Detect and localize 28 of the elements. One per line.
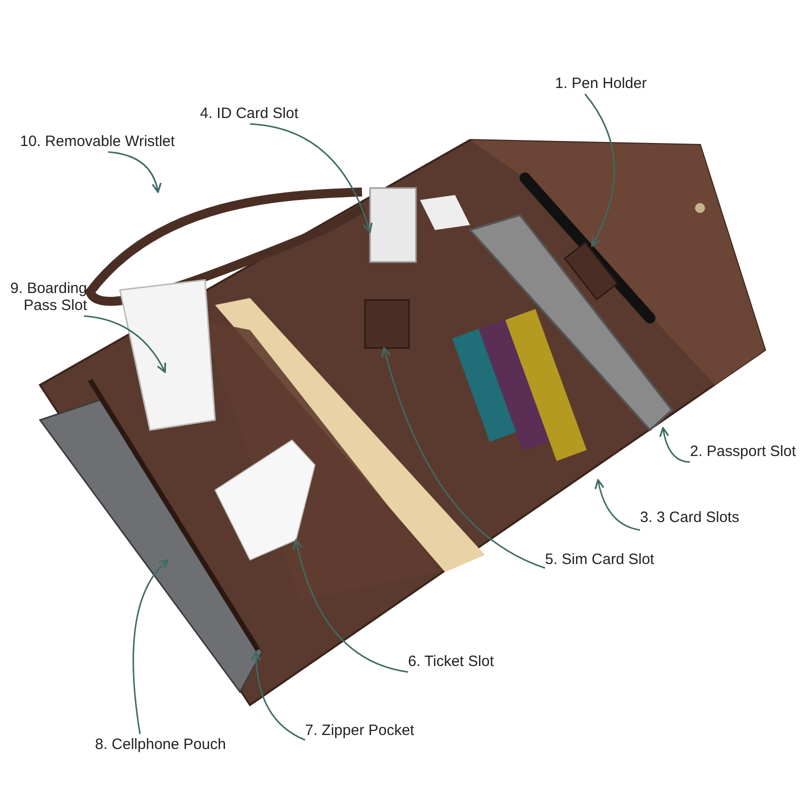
callout-label: 9. Boarding Pass Slot: [5, 280, 87, 314]
leader-line: [84, 315, 166, 373]
leader-line: [132, 559, 169, 734]
callout-label: 5. Sim Card Slot: [545, 551, 654, 568]
ticket: [214, 439, 316, 561]
sim-card-holder: [364, 299, 410, 349]
leader-line: [108, 151, 162, 193]
credit-cards: [452, 309, 587, 461]
callout-label: 8. Cellphone Pouch: [95, 736, 226, 753]
leader-line: [250, 123, 372, 233]
leader-line: [659, 427, 690, 463]
leader-line: [594, 479, 640, 531]
leader-line: [292, 539, 408, 673]
callout-label: 6. Ticket Slot: [408, 653, 494, 670]
callout-label: 1. Pen Holder: [555, 75, 647, 92]
zipper: [88, 378, 260, 652]
callout-label: 2. Passport Slot: [690, 443, 796, 460]
passport-slot: [468, 214, 674, 432]
wristlet-strap: [86, 188, 366, 306]
callout-label: 3. 3 Card Slots: [640, 509, 740, 526]
leader-line: [251, 651, 306, 741]
leader-line: [584, 94, 615, 247]
callout-label: 7. Zipper Pocket: [305, 722, 414, 739]
leader-line: [381, 347, 546, 569]
cellphone: [38, 399, 263, 694]
callout-label: 10. Removable Wristlet: [20, 133, 175, 150]
callout-label: 4. ID Card Slot: [200, 105, 298, 122]
id-card: [369, 187, 417, 263]
